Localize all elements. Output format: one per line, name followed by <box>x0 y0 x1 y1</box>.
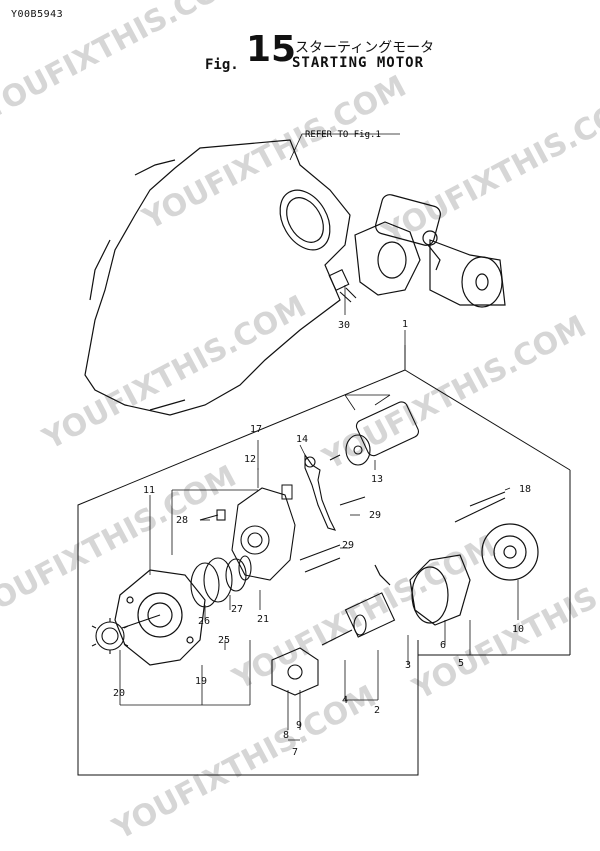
yoke-assembly <box>374 554 471 626</box>
gear-housing <box>231 487 296 581</box>
callout-17: 17 <box>250 424 262 435</box>
figure-number: 15 <box>246 29 297 70</box>
front-housing <box>114 569 206 666</box>
callout-27: 27 <box>231 604 243 615</box>
callout-21: 21 <box>257 614 269 625</box>
leader-lines <box>119 285 519 741</box>
watermark: YOUFIXTHIS.COM <box>36 289 312 458</box>
rear-cover <box>481 523 539 581</box>
callout-4: 4 <box>342 695 348 706</box>
callout-14: 14 <box>296 434 308 445</box>
callout-18: 18 <box>519 484 531 495</box>
bolt-30 <box>328 269 357 303</box>
title-japanese: スターティングモータ <box>295 40 435 56</box>
bolts <box>199 496 366 573</box>
starter-motor-assembly <box>354 194 506 308</box>
callout-29a: 29 <box>369 510 381 521</box>
assembly-bracket <box>77 345 419 776</box>
callout-29b: 29 <box>342 540 354 551</box>
shift-lever <box>304 453 337 531</box>
callout-20: 20 <box>113 688 125 699</box>
watermark: YOUFIXTHIS.COM <box>136 69 412 238</box>
callout-3: 3 <box>405 660 411 671</box>
callout-7: 7 <box>292 747 298 758</box>
armature <box>321 592 396 646</box>
callout-25: 25 <box>218 635 230 646</box>
callout-5: 5 <box>458 658 464 669</box>
callout-2: 2 <box>374 705 380 716</box>
overrunning-clutch <box>190 555 252 608</box>
watermark: YOUFIXTHIS.COM <box>106 679 382 848</box>
callout-30: 30 <box>338 320 350 331</box>
callout-9: 9 <box>296 720 302 731</box>
watermark: YOUFIXTHIS.COM <box>0 0 252 128</box>
callout-8: 8 <box>283 730 289 741</box>
watermark: YOUFIXTHIS.COM <box>316 309 592 478</box>
callout-10: 10 <box>512 624 524 635</box>
watermark: YOUFIXTHIS.COM <box>0 459 242 628</box>
callout-13: 13 <box>371 474 383 485</box>
spring-clip <box>281 484 293 500</box>
callout-26: 26 <box>198 616 210 627</box>
watermark: YOUFIXTHIS.COM <box>376 84 600 253</box>
brush-holder <box>271 647 319 696</box>
document-code: Y00B5943 <box>11 9 64 20</box>
callout-1: 1 <box>402 319 408 330</box>
title-english: STARTING MOTOR <box>292 55 425 71</box>
refer-note: REFER TO Fig.1 <box>305 130 381 140</box>
callout-11: 11 <box>143 485 155 496</box>
figure-prefix: Fig. <box>205 57 239 73</box>
callout-12: 12 <box>244 454 256 465</box>
solenoid-switch <box>329 401 419 466</box>
callout-28: 28 <box>176 515 188 526</box>
through-bolts <box>454 491 506 523</box>
pinion-gear <box>91 614 161 654</box>
callout-19: 19 <box>195 676 207 687</box>
assembly-bracket <box>404 369 571 471</box>
refer-leader <box>289 133 303 161</box>
callout-6: 6 <box>440 640 446 651</box>
flywheel-housing <box>84 139 351 416</box>
